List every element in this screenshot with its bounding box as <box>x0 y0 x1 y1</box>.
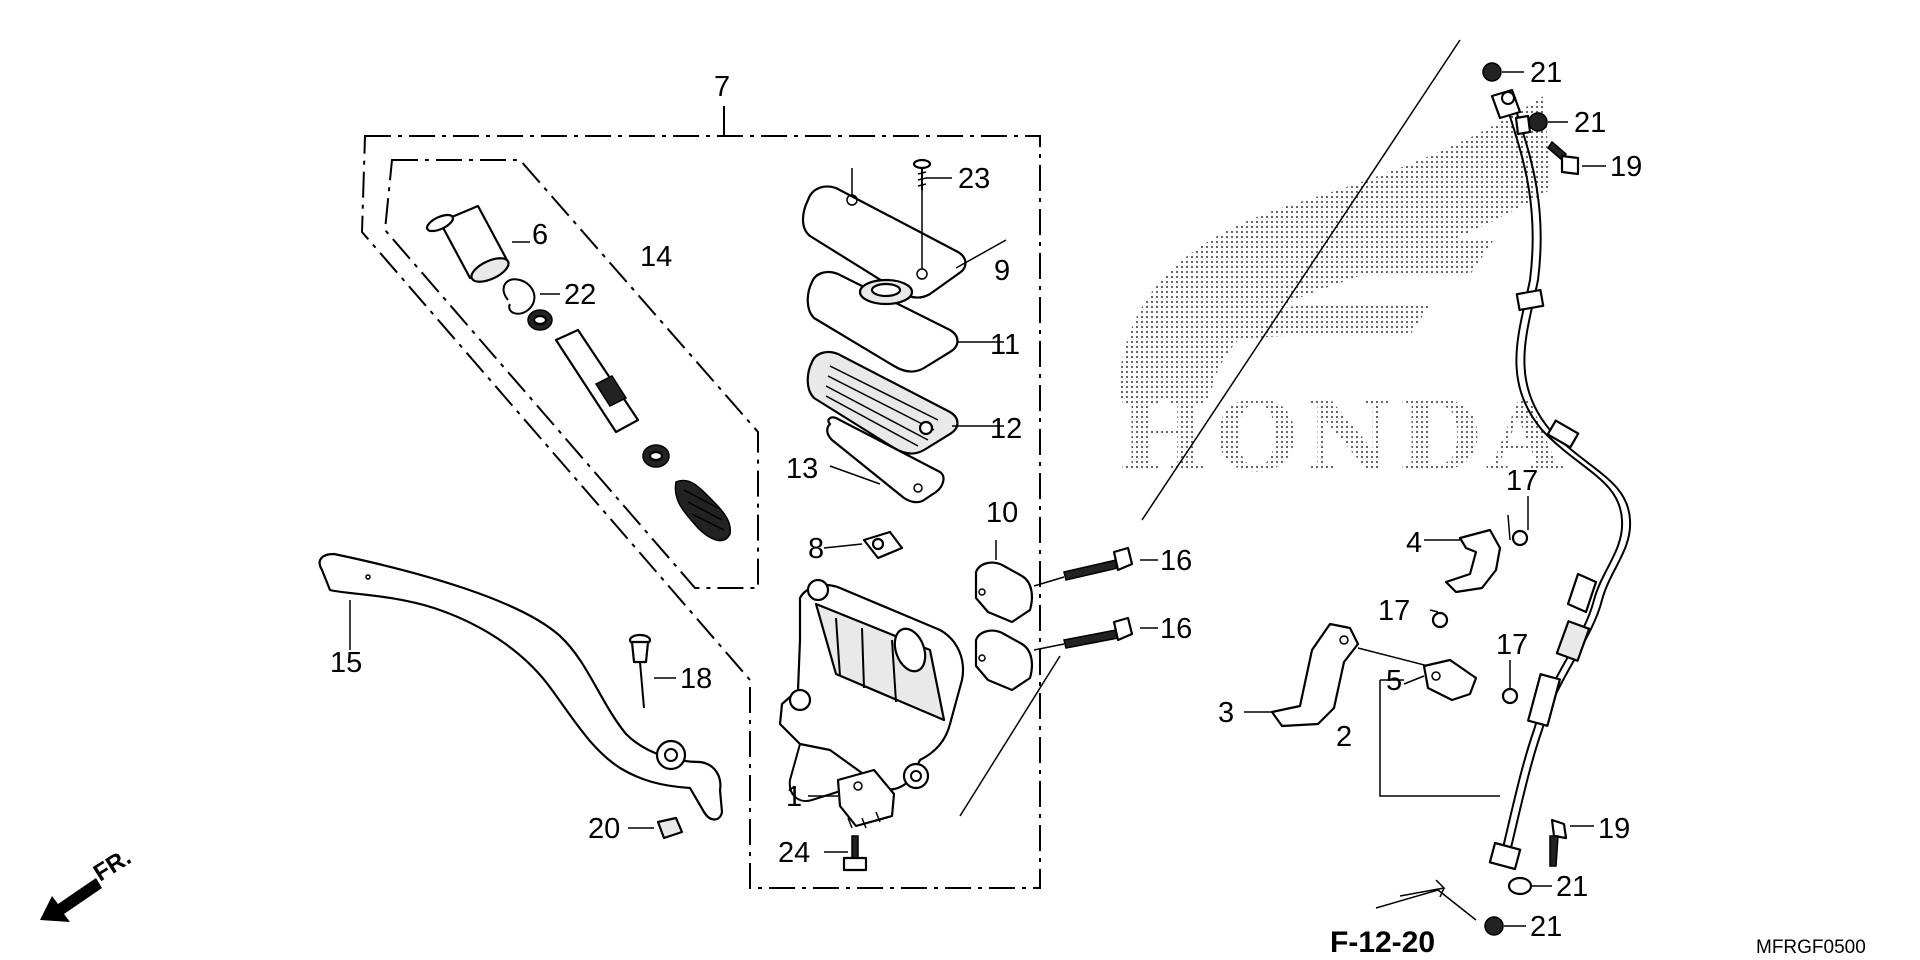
stay-part-3 <box>1244 622 1437 728</box>
callout-1: 1 <box>786 781 802 813</box>
washer-part-21-d <box>1484 916 1526 936</box>
bolt-part-17-c <box>1501 687 1519 705</box>
diagram-code: MFRGF0500 <box>1756 937 1866 958</box>
bolt-part-16-upper <box>1033 546 1134 587</box>
callout-18: 18 <box>680 663 712 695</box>
piston-assembly <box>527 309 732 542</box>
callout-19-lower: 19 <box>1598 813 1630 845</box>
reservoir-cap-part-9 <box>801 168 967 299</box>
stay-part-4 <box>1424 514 1529 594</box>
plate-part-11 <box>806 271 959 373</box>
bolt-part-19-lower <box>1549 818 1594 867</box>
callout-3: 3 <box>1218 697 1234 729</box>
callout-4: 4 <box>1406 527 1422 559</box>
callout-23: 23 <box>958 163 990 195</box>
leader-lines <box>808 39 1529 921</box>
washer-part-21-c <box>1507 876 1552 896</box>
boot-part-6 <box>425 204 530 283</box>
callout-24: 24 <box>778 837 810 869</box>
screw-part-24 <box>842 835 868 872</box>
washer-part-21-a <box>1482 62 1524 82</box>
callout-5: 5 <box>1386 665 1402 697</box>
wing-logo-icon <box>1118 95 1550 400</box>
callout-21-b: 21 <box>1574 107 1606 139</box>
callout-21-c: 21 <box>1556 871 1588 903</box>
callout-15: 15 <box>330 647 362 679</box>
callout-12: 12 <box>990 413 1022 445</box>
callout-11: 11 <box>990 329 1020 361</box>
master-cylinder-body <box>778 578 965 802</box>
pivot-bolt-part-18 <box>628 633 676 709</box>
diaphragm-part-12 <box>806 351 959 455</box>
front-direction-arrow-icon: FR. <box>40 844 136 922</box>
callout-9: 9 <box>994 255 1010 287</box>
callout-6: 6 <box>532 219 548 251</box>
honda-wordmark: HONDA <box>1118 380 1568 493</box>
callout-10: 10 <box>986 497 1018 529</box>
washer-part-21-b <box>1528 112 1568 132</box>
callout-labels: 7 6 22 14 23 9 11 12 13 8 10 16 16 15 18… <box>330 57 1642 943</box>
callout-17-b: 17 <box>1378 595 1410 627</box>
callout-17-a: 17 <box>1506 465 1538 497</box>
callout-21-d: 21 <box>1530 911 1562 943</box>
callout-8: 8 <box>808 533 824 565</box>
callout-16-lower: 16 <box>1160 613 1192 645</box>
leader-part-2 <box>1379 679 1500 797</box>
callout-2: 2 <box>1336 721 1352 753</box>
callout-14: 14 <box>640 241 672 273</box>
clip-part-8 <box>862 530 904 560</box>
clamp-part-5 <box>1403 658 1478 702</box>
callout-19-upper: 19 <box>1610 151 1642 183</box>
callout-22: 22 <box>564 279 596 311</box>
bolt-part-16-lower <box>1033 616 1134 651</box>
callout-17-c: 17 <box>1496 629 1528 661</box>
brake-lever-part-15 <box>318 552 724 821</box>
bolt-part-17-b <box>1431 611 1449 629</box>
float-part-13 <box>826 416 945 504</box>
section-reference: F-12-20 <box>1330 926 1435 959</box>
switch-part-1 <box>836 768 896 829</box>
nut-part-20 <box>628 816 684 840</box>
honda-watermark: HONDA <box>1118 95 1568 493</box>
callout-7: 7 <box>714 71 730 103</box>
circlip-part-22 <box>502 278 560 315</box>
callout-20: 20 <box>588 813 620 845</box>
bolt-part-19-upper <box>1547 140 1606 176</box>
callout-16-upper: 16 <box>1160 545 1192 577</box>
screw-part-23 <box>912 158 932 190</box>
callout-13: 13 <box>786 453 818 485</box>
assembly-7-outline <box>360 106 1041 889</box>
callout-21-a: 21 <box>1530 57 1562 89</box>
holder-part-10 <box>974 540 1033 692</box>
brake-hose-part-2 <box>1488 88 1632 871</box>
